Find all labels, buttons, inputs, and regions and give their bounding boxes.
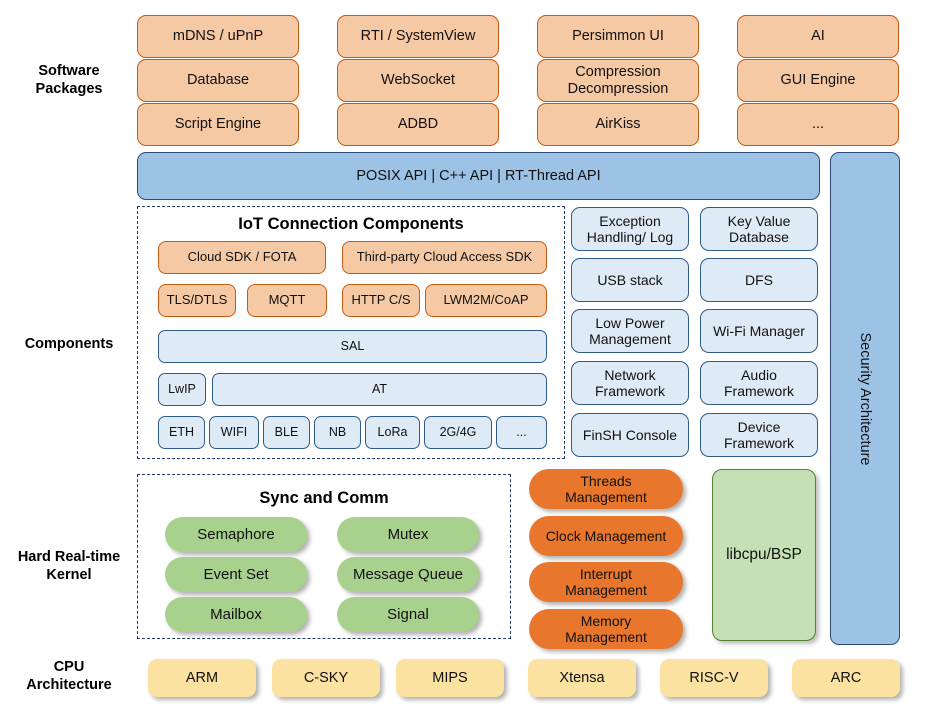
package-box[interactable]: GUI Engine	[737, 59, 899, 102]
component-box[interactable]: Low Power Management	[571, 309, 689, 353]
package-box[interactable]: Compression Decompression	[537, 59, 699, 102]
cpu-arch-box[interactable]: ARC	[792, 659, 900, 697]
iot-connection-title: IoT Connection Components	[238, 215, 464, 233]
component-box[interactable]: Exception Handling/ Log	[571, 207, 689, 251]
component-box[interactable]: USB stack	[571, 258, 689, 302]
iot-box[interactable]: LWM2M/CoAP	[425, 284, 547, 317]
iot-box-phy[interactable]: NB	[314, 416, 361, 449]
iot-connection-group	[137, 206, 565, 459]
component-box[interactable]: Audio Framework	[700, 361, 818, 405]
api-bar: POSIX API | C++ API | RT-Thread API	[137, 152, 820, 200]
component-box[interactable]: Network Framework	[571, 361, 689, 405]
iot-box[interactable]: MQTT	[247, 284, 327, 317]
sync-comm-box[interactable]: Message Queue	[337, 557, 479, 592]
row-label-cpu-architecture: CPU Architecture	[26, 659, 112, 694]
kernel-service-box[interactable]: Clock Management	[529, 516, 683, 556]
security-architecture-bar: Security Architecture	[830, 152, 900, 645]
component-box[interactable]: Device Framework	[700, 413, 818, 457]
sync-comm-box[interactable]: Signal	[337, 597, 479, 632]
row-label-kernel: Hard Real-time Kernel	[17, 549, 121, 584]
package-box[interactable]: Script Engine	[137, 103, 299, 146]
iot-box-at[interactable]: AT	[212, 373, 547, 406]
cpu-arch-box[interactable]: Xtensa	[528, 659, 636, 697]
component-box[interactable]: FinSH Console	[571, 413, 689, 457]
package-box[interactable]: WebSocket	[337, 59, 499, 102]
package-box[interactable]: RTI / SystemView	[337, 15, 499, 58]
sync-comm-box[interactable]: Event Set	[165, 557, 307, 592]
package-box[interactable]: ADBD	[337, 103, 499, 146]
sync-comm-box[interactable]: Mailbox	[165, 597, 307, 632]
sync-comm-group	[137, 474, 511, 639]
row-label-software-packages: Software Packages	[35, 63, 103, 98]
iot-box[interactable]: Cloud SDK / FOTA	[158, 241, 326, 274]
iot-box-sal[interactable]: SAL	[158, 330, 547, 363]
sync-comm-title: Sync and Comm	[259, 489, 389, 507]
kernel-service-box[interactable]: Interrupt Management	[529, 562, 683, 602]
iot-box-phy[interactable]: WIFI	[209, 416, 259, 449]
libcpu-bsp-box[interactable]: libcpu/BSP	[712, 469, 816, 641]
row-label-components: Components	[24, 336, 114, 352]
cpu-arch-box[interactable]: RISC-V	[660, 659, 768, 697]
iot-box-phy[interactable]: ...	[496, 416, 547, 449]
package-box[interactable]: Persimmon UI	[537, 15, 699, 58]
iot-box[interactable]: HTTP C/S	[342, 284, 420, 317]
component-box[interactable]: Wi-Fi Manager	[700, 309, 818, 353]
sync-comm-box[interactable]: Mutex	[337, 517, 479, 552]
package-box[interactable]: AirKiss	[537, 103, 699, 146]
component-box[interactable]: DFS	[700, 258, 818, 302]
iot-box-phy[interactable]: ETH	[158, 416, 205, 449]
cpu-arch-box[interactable]: ARM	[148, 659, 256, 697]
package-box[interactable]: AI	[737, 15, 899, 58]
iot-box[interactable]: TLS/DTLS	[158, 284, 236, 317]
iot-box[interactable]: Third-party Cloud Access SDK	[342, 241, 547, 274]
component-box[interactable]: Key Value Database	[700, 207, 818, 251]
sync-comm-box[interactable]: Semaphore	[165, 517, 307, 552]
kernel-service-box[interactable]: Memory Management	[529, 609, 683, 649]
iot-box-lwip[interactable]: LwIP	[158, 373, 206, 406]
iot-box-phy[interactable]: 2G/4G	[424, 416, 492, 449]
iot-box-phy[interactable]: BLE	[263, 416, 310, 449]
cpu-arch-box[interactable]: MIPS	[396, 659, 504, 697]
iot-box-phy[interactable]: LoRa	[365, 416, 420, 449]
cpu-arch-box[interactable]: C-SKY	[272, 659, 380, 697]
security-architecture-label: Security Architecture	[857, 332, 873, 465]
kernel-service-box[interactable]: Threads Management	[529, 469, 683, 509]
package-box[interactable]: mDNS / uPnP	[137, 15, 299, 58]
package-box[interactable]: Database	[137, 59, 299, 102]
package-box[interactable]: ...	[737, 103, 899, 146]
